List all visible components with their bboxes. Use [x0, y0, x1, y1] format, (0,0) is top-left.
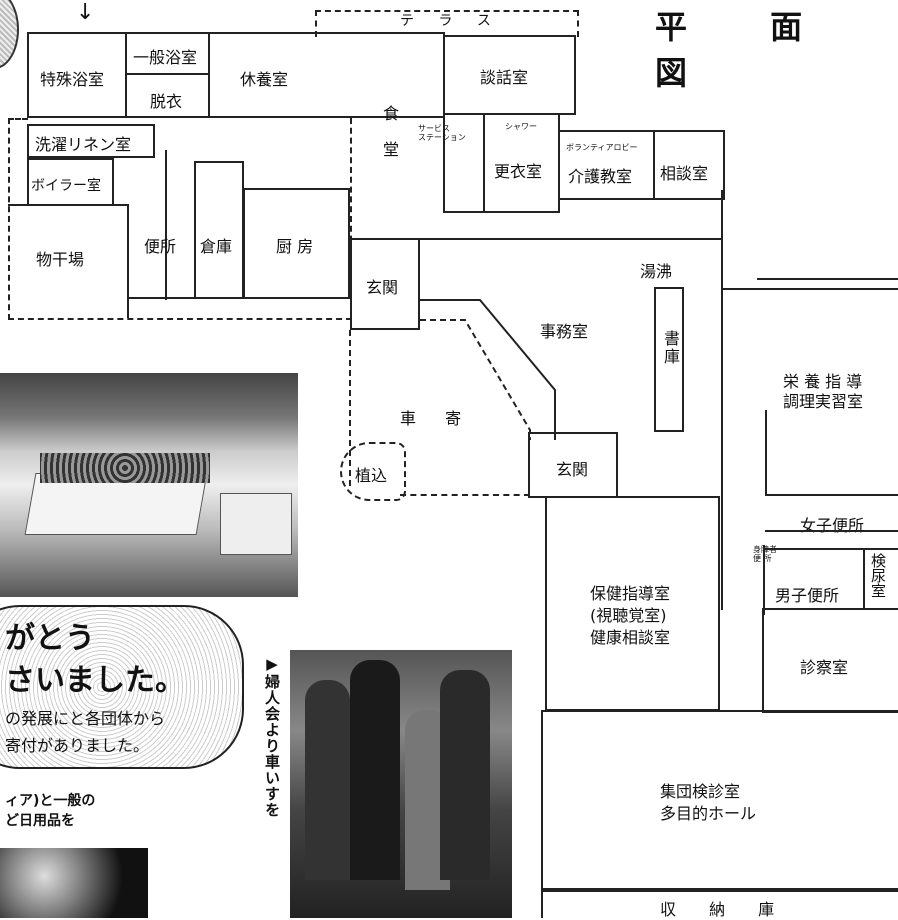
caption-line-2: ど日用品を [5, 813, 75, 829]
headline-line-2: さいました。 [5, 663, 185, 698]
nutrition-label-1: 栄 養 指 導 [783, 372, 863, 391]
exam-room [762, 608, 898, 713]
nutrition-label-2: 調理実習室 [783, 392, 864, 411]
bottom-photo [0, 848, 148, 918]
storage-room [194, 161, 244, 299]
service-station-label: サービス ステーション [418, 124, 466, 142]
carport-bottom-dash [400, 494, 530, 496]
nutrition-left-wall [765, 410, 767, 496]
right-wing-step [757, 278, 898, 280]
flowers [40, 453, 210, 483]
exam-room-label: 診察室 [800, 658, 849, 677]
body-line-1: の発展にと各団体から [5, 709, 166, 728]
kitchen-label: 厨 房 [276, 237, 314, 256]
female-toilet-wall [765, 530, 898, 532]
entrance-1-label: 玄関 [366, 278, 399, 297]
volunteer-lobby-label: ボランティアロビー [566, 143, 638, 152]
consult-label: 相談室 [660, 164, 709, 183]
headline-line-1: がとう [5, 621, 95, 656]
drying-top-dash [8, 118, 28, 120]
drying-area [8, 118, 352, 320]
carport-label: 車 寄 [400, 409, 474, 428]
water-heater-label: 湯沸 [640, 262, 673, 281]
office-right-wall [721, 190, 723, 610]
special-bath-label: 特殊浴室 [40, 70, 105, 89]
storeroom-room [541, 890, 898, 918]
planting-area [340, 442, 406, 501]
office-label: 事務室 [540, 322, 589, 341]
side-caption: ▶婦人会より車いすを [263, 655, 281, 818]
group-exam-label-1: 集団検診室 [660, 782, 741, 801]
thank-you-bubble [0, 605, 244, 769]
female-toilet-label: 女子便所 [800, 516, 865, 535]
toilet-label: 便所 [144, 237, 177, 256]
rest-room [208, 32, 445, 118]
storage-label: 倉庫 [200, 237, 233, 256]
health-label-2: (視聴覚室) [590, 606, 667, 625]
wall-h1 [129, 297, 350, 299]
dining-wall [443, 32, 445, 212]
entrance-2-label: 玄関 [556, 460, 589, 479]
general-bath-label: 一般浴室 [133, 48, 198, 67]
person-1 [305, 680, 350, 880]
toilet-wall [165, 150, 167, 300]
office-top-wall [418, 238, 723, 240]
lounge-label: 談話室 [480, 68, 529, 87]
group-exam-label-2: 多目的ホール [660, 804, 757, 823]
dining-label-1: 食 [383, 104, 400, 123]
person-2 [350, 660, 400, 880]
drying-yard [8, 204, 129, 318]
seal-fragment [0, 0, 19, 69]
storeroom-label: 収 納 庫 [660, 900, 789, 919]
health-label-1: 保健指導室 [590, 584, 671, 603]
locker-label: 更衣室 [494, 162, 543, 181]
laundry-room [27, 124, 155, 158]
terrace-label: テ ラ ス [400, 13, 501, 29]
nutrition-bottom-wall [765, 494, 898, 496]
planting-label: 植込 [355, 466, 388, 485]
urinalysis-label: 検尿室 [869, 553, 887, 598]
drying-label: 物干場 [36, 250, 85, 269]
donation-photo [290, 650, 512, 918]
laundry-label: 洗濯リネン室 [35, 135, 132, 154]
entrance-1-room [350, 238, 420, 330]
terrace-area [315, 10, 579, 37]
accessible-toilet-wall [763, 545, 765, 615]
health-label-3: 健康相談室 [590, 628, 671, 647]
consult-room [653, 130, 725, 200]
service-station-room [443, 113, 485, 213]
dining-label-2: 堂 [383, 140, 400, 159]
person-4 [440, 670, 490, 880]
caption-line-1: ィア)と一般の [5, 793, 96, 809]
library-label: 書庫 [661, 330, 680, 366]
right-wing-top [723, 288, 898, 290]
male-toilet-label: 男子便所 [775, 586, 840, 605]
shower-label: シャワー [505, 122, 537, 131]
library-room [654, 287, 684, 432]
lounge-room [443, 35, 576, 115]
arrow-down-icon: ↓ [76, 0, 95, 25]
page-title: 平 面 図 [655, 8, 839, 92]
planter-photo [0, 373, 298, 597]
dressing-label: 脱衣 [150, 92, 183, 111]
body-line-2: 寄付がありました。 [5, 736, 150, 755]
boiler-label: ボイラー室 [31, 178, 101, 194]
care-class-label: 介護教室 [568, 167, 633, 186]
planter-box-2 [220, 493, 292, 555]
rest-room-label: 休養室 [240, 70, 289, 89]
group-exam-room [541, 710, 898, 890]
